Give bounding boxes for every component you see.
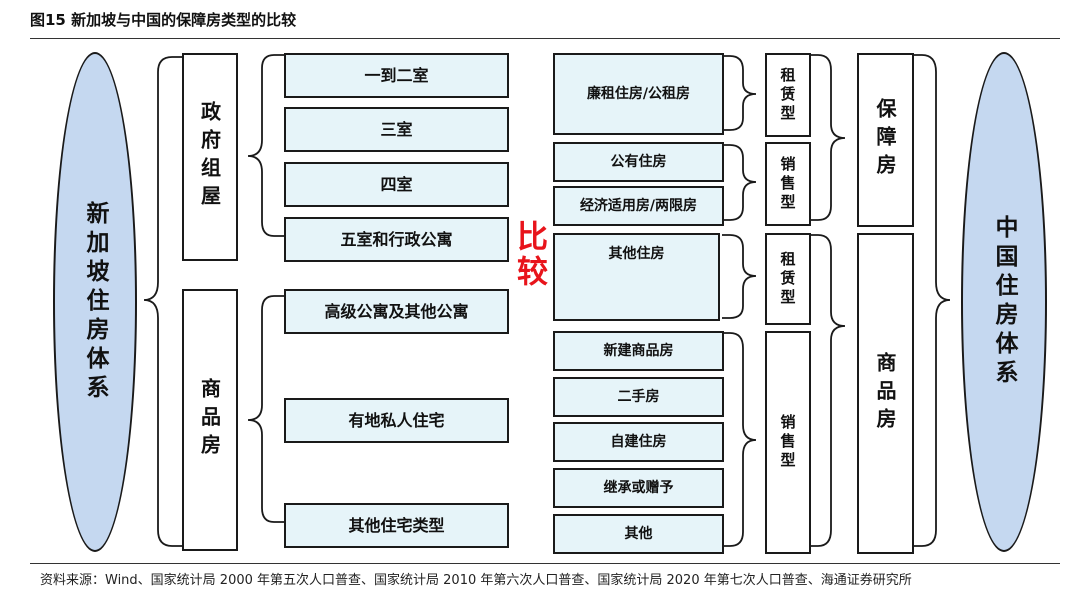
cn-commercial-category: 商品房 bbox=[857, 233, 914, 554]
china-system-label: 中国住房体系 bbox=[991, 215, 1017, 389]
sg-type-box: 四室 bbox=[284, 162, 509, 207]
sg-commercial-category: 商品房 bbox=[182, 289, 238, 551]
cn-item-box: 廉租住房/公租房 bbox=[553, 53, 724, 135]
top-rule bbox=[30, 38, 1060, 39]
cn-item-box: 自建住房 bbox=[553, 422, 724, 462]
sg-type-box: 高级公寓及其他公寓 bbox=[284, 289, 509, 334]
cn-affordable-label: 保障房 bbox=[873, 98, 897, 182]
sg-public-housing-label: 政府组屋 bbox=[197, 101, 222, 213]
cn-item-box: 继承或赠予 bbox=[553, 468, 724, 508]
sg-type-box: 一到二室 bbox=[284, 53, 509, 98]
cn-item-box: 其他 bbox=[553, 514, 724, 554]
china-housing-system: 中国住房体系 bbox=[961, 52, 1047, 552]
sg-type-box: 三室 bbox=[284, 107, 509, 152]
sg-type-box: 其他住宅类型 bbox=[284, 503, 509, 548]
cn-rental-type: 租赁型 bbox=[765, 233, 811, 325]
cn-affordable-category: 保障房 bbox=[857, 53, 914, 227]
sg-type-box: 五室和行政公寓 bbox=[284, 217, 509, 262]
cn-rental-type-label: 租赁型 bbox=[778, 250, 797, 308]
comparison-label: 比较 bbox=[511, 220, 547, 290]
cn-item-box: 公有住房 bbox=[553, 142, 724, 182]
cn-item-box: 其他住房 bbox=[553, 233, 720, 321]
singapore-housing-system: 新加坡住房体系 bbox=[53, 52, 137, 552]
source-note: 资料来源：Wind、国家统计局 2000 年第五次人口普查、国家统计局 2010… bbox=[40, 573, 912, 588]
sg-public-housing-category: 政府组屋 bbox=[182, 53, 238, 261]
cn-item-box: 经济适用房/两限房 bbox=[553, 186, 724, 226]
cn-item-box: 二手房 bbox=[553, 377, 724, 417]
cn-sale-type: 销售型 bbox=[765, 142, 811, 226]
cn-rental-type: 租赁型 bbox=[765, 53, 811, 137]
sg-commercial-label: 商品房 bbox=[197, 378, 222, 462]
bottom-rule bbox=[30, 563, 1060, 564]
cn-sale-type-label: 销售型 bbox=[778, 155, 797, 213]
cn-rental-type-label: 租赁型 bbox=[778, 66, 797, 124]
cn-item-box: 新建商品房 bbox=[553, 331, 724, 371]
singapore-system-label: 新加坡住房体系 bbox=[82, 200, 108, 404]
figure-title: 图15 新加坡与中国的保障房类型的比较 bbox=[30, 11, 297, 29]
sg-type-box: 有地私人住宅 bbox=[284, 398, 509, 443]
cn-sale-type-label: 销售型 bbox=[778, 414, 797, 471]
cn-sale-type: 销售型 bbox=[765, 331, 811, 554]
cn-commercial-label: 商品房 bbox=[873, 351, 897, 436]
